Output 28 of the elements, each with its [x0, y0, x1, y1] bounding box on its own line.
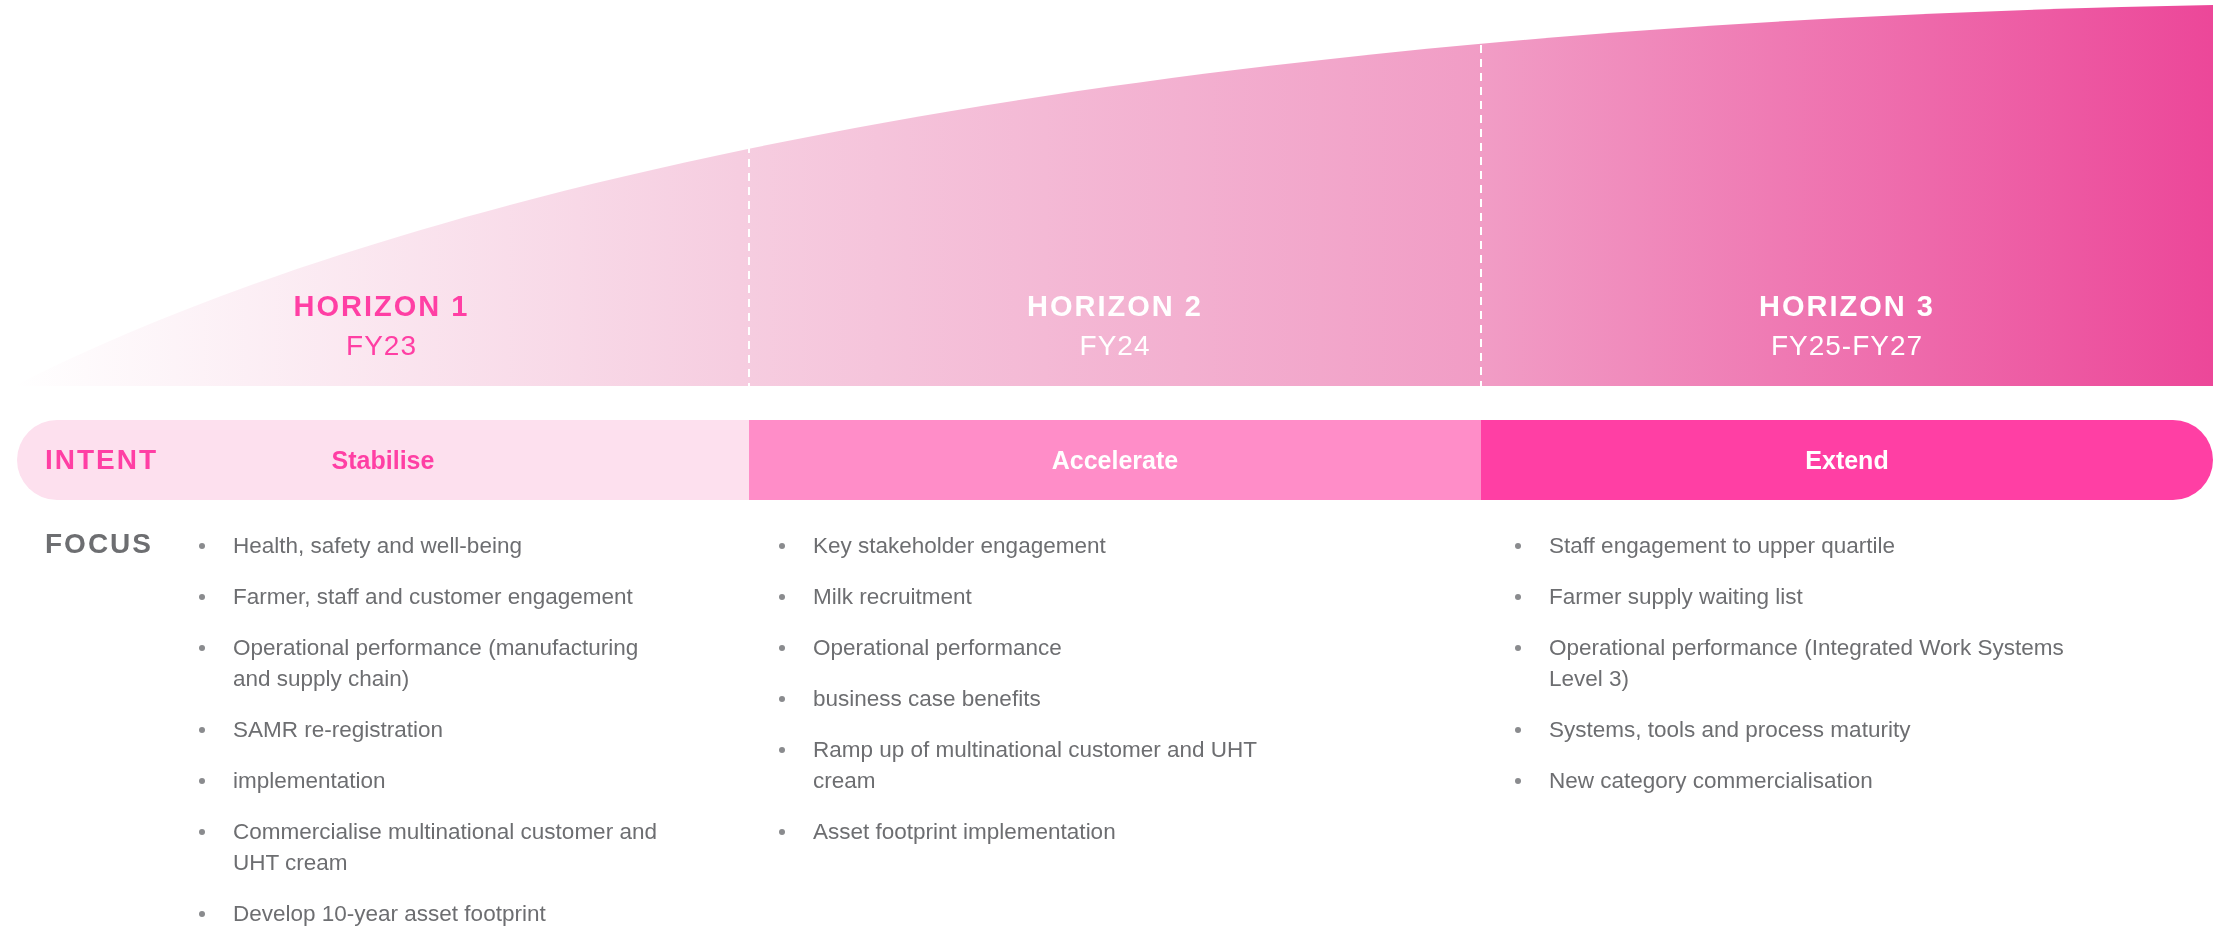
- focus-item: Health, safety and well-being: [233, 533, 522, 558]
- horizon-title: HORIZON 1: [293, 290, 470, 322]
- period-label: FY23: [346, 330, 417, 361]
- focus-item: Key stakeholder engagement: [813, 533, 1106, 558]
- horizon-title: HORIZON 3: [1759, 290, 1935, 322]
- row-heading: FOCUS: [45, 528, 153, 560]
- focus-item: Systems, tools and process maturity: [1549, 717, 1911, 742]
- period-label: FY24: [1079, 330, 1151, 361]
- focus-item: Ramp up of multinational customer and UHT cream: [813, 737, 1257, 793]
- focus-item: Farmer supply waiting list: [1549, 584, 1803, 609]
- focus-item: New category commercialisation: [1549, 768, 1873, 793]
- focus-item: Commercialise multinational customer and UHT cream: [233, 819, 657, 875]
- horizon-title: HORIZON 2: [1027, 290, 1203, 322]
- focus-item: Operational performance: [813, 635, 1062, 660]
- focus-item: implementation: [233, 768, 386, 793]
- focus-item: Asset footprint implementation: [813, 819, 1116, 844]
- focus-item: Milk recruitment: [813, 584, 972, 609]
- focus-item: Staff engagement to upper quartile: [1549, 533, 1896, 558]
- intent-segment: Extend: [1481, 420, 2213, 500]
- row-heading: INTENT: [45, 444, 159, 476]
- intent-segment: Accelerate: [749, 420, 1481, 500]
- period-label: FY25-FY27: [1770, 330, 1924, 361]
- focus-item: business case benefits: [813, 686, 1041, 711]
- focus-item: Operational performance (manufacturing and supply chain): [233, 635, 639, 691]
- focus-item: SAMR re-registration: [233, 717, 444, 742]
- focus-item: Operational performance (Integrated Work Systems Level 3): [1549, 635, 2064, 691]
- focus-item: Farmer, staff and customer engagement: [233, 584, 633, 609]
- focus-item: Develop 10-year asset footprint: [233, 901, 546, 926]
